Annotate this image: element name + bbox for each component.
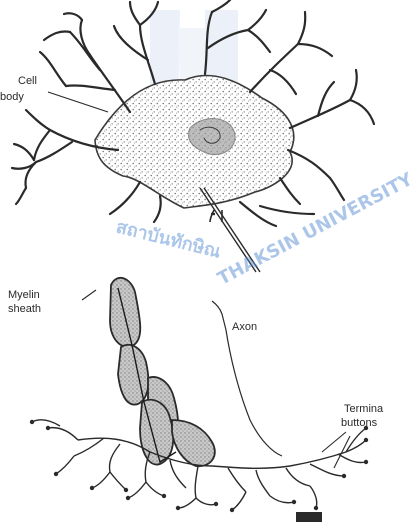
myelin-pointer xyxy=(82,290,96,300)
terminal-label-line2: buttons xyxy=(341,417,378,429)
cell-body-label-line2: body xyxy=(0,91,24,103)
myelinated-axon xyxy=(110,278,215,466)
terminal-label-line1: Termina xyxy=(344,403,384,415)
myelin-label-line2: sheath xyxy=(8,303,41,315)
myelin-label-line1: Myelin xyxy=(8,289,40,301)
terminal-pointers xyxy=(322,432,350,468)
bottom-edge-dots xyxy=(296,512,322,522)
cell-body-pointer xyxy=(48,92,108,112)
axon-label: Axon xyxy=(232,321,257,333)
cell-body-label-line1: Cell xyxy=(18,75,37,87)
watermark-text-left: สถาบันทักษิณ xyxy=(114,216,223,262)
